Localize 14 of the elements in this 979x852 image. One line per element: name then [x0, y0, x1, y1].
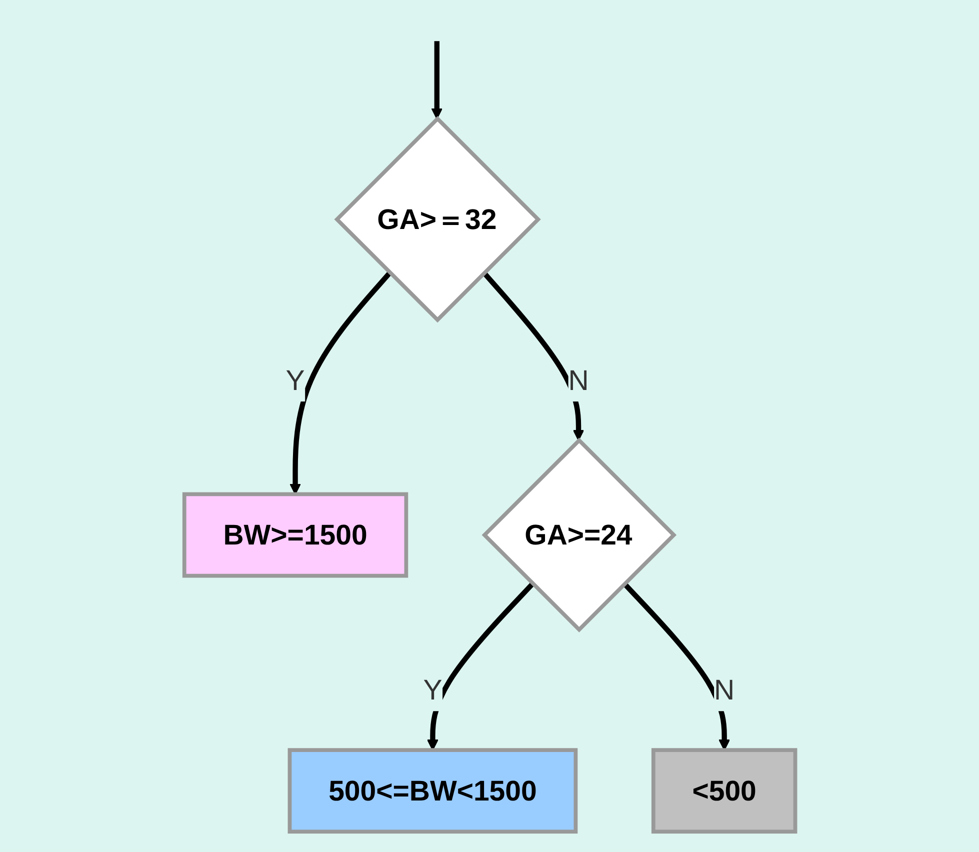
- node-box: BW>=1500: [182, 492, 408, 578]
- arrow: [430, 41, 442, 120]
- edge-label: Y: [285, 364, 304, 396]
- edge-label: N: [568, 364, 588, 396]
- arrow: [482, 271, 584, 441]
- node-diamond: GA>＝32: [334, 116, 541, 323]
- arrow: [622, 582, 730, 751]
- arrow: [289, 271, 392, 495]
- node-box: 500<=BW<1500: [287, 748, 578, 834]
- edge-label: N: [714, 674, 734, 706]
- node-box: <500: [651, 748, 797, 834]
- edge-label: Y: [422, 674, 442, 706]
- arrow: [426, 582, 534, 751]
- node-diamond: GA>=24: [481, 438, 676, 632]
